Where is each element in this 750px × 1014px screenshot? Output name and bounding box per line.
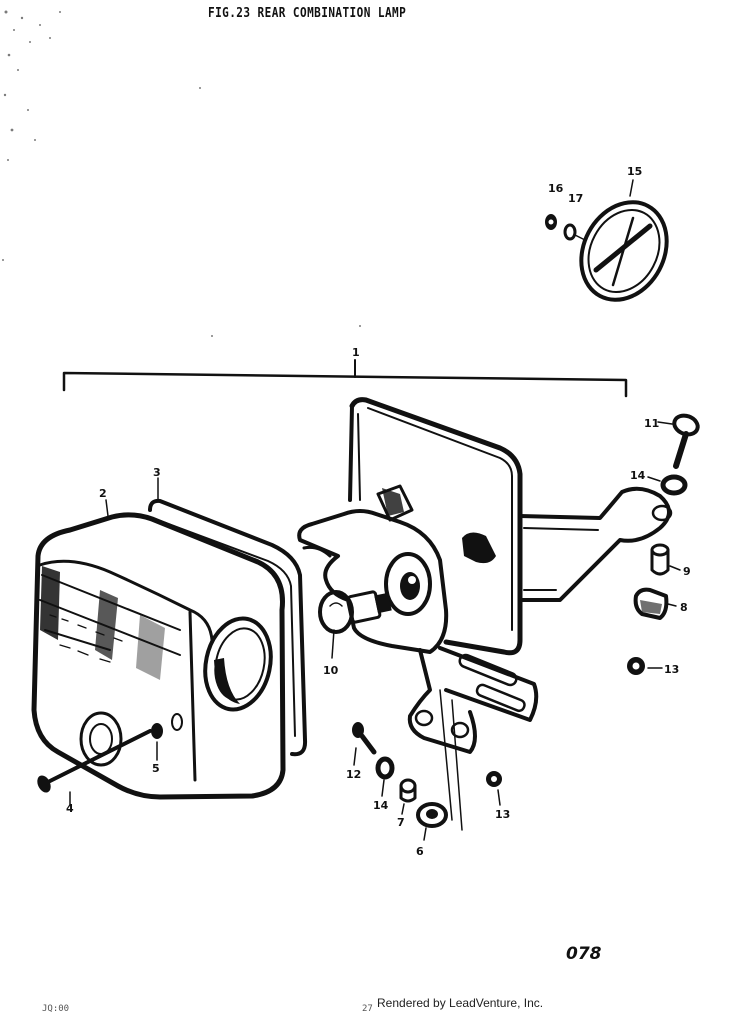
lens-screw	[37, 729, 152, 806]
callout-14b: 14	[373, 799, 389, 812]
lower-bolt	[352, 722, 377, 766]
callout-3: 3	[153, 466, 161, 479]
callout-1: 1	[352, 346, 360, 359]
nut-lower	[486, 771, 502, 806]
callout-16: 16	[548, 182, 564, 195]
callout-10: 10	[323, 664, 339, 677]
license-lamp-lens	[579, 179, 669, 302]
bulb	[318, 590, 392, 659]
callout-14a: 14	[630, 469, 646, 482]
callout-17: 17	[568, 192, 583, 205]
callout-8: 8	[680, 601, 688, 614]
callout-4: 4	[66, 802, 74, 815]
assembly-bracket	[62, 359, 628, 398]
edge-code-left: JQ:00	[42, 1004, 70, 1014]
callout-labels: 1 2 3 4 5 6 7 8 9 10 11 12 13 13 14 14 1…	[66, 165, 691, 858]
footer-credit: Rendered by LeadVenture, Inc.	[377, 996, 544, 1010]
callout-15: 15	[627, 165, 642, 178]
cushion-lower	[416, 802, 448, 841]
callout-6: 6	[416, 845, 424, 858]
leader-2	[105, 499, 109, 517]
collar-lower	[399, 778, 417, 815]
figure-title: FIG.23 REAR COMBINATION LAMP	[208, 6, 407, 21]
nut-right	[627, 657, 663, 675]
scan-noise	[2, 10, 361, 337]
callout-2: 2	[99, 487, 107, 500]
cushion	[633, 587, 677, 620]
lamp-gasket	[148, 498, 308, 757]
washer-lower	[375, 756, 395, 797]
edge-code-mid: 27	[362, 1004, 373, 1014]
callout-12: 12	[346, 768, 361, 781]
callout-9: 9	[683, 565, 691, 578]
lamp-lens-housing	[31, 512, 286, 800]
callout-13b: 13	[495, 808, 510, 821]
callout-7: 7	[397, 816, 405, 829]
collar	[650, 543, 681, 576]
callout-11: 11	[644, 417, 659, 430]
mount-bolt	[657, 413, 700, 469]
lens-screw-nut	[545, 214, 586, 241]
lens-nut	[151, 723, 163, 761]
lamp-base-bracket	[297, 397, 673, 831]
callout-13a: 13	[664, 663, 679, 676]
page-code: 078	[566, 944, 602, 964]
washer-right	[647, 474, 688, 496]
callout-5: 5	[152, 762, 160, 775]
